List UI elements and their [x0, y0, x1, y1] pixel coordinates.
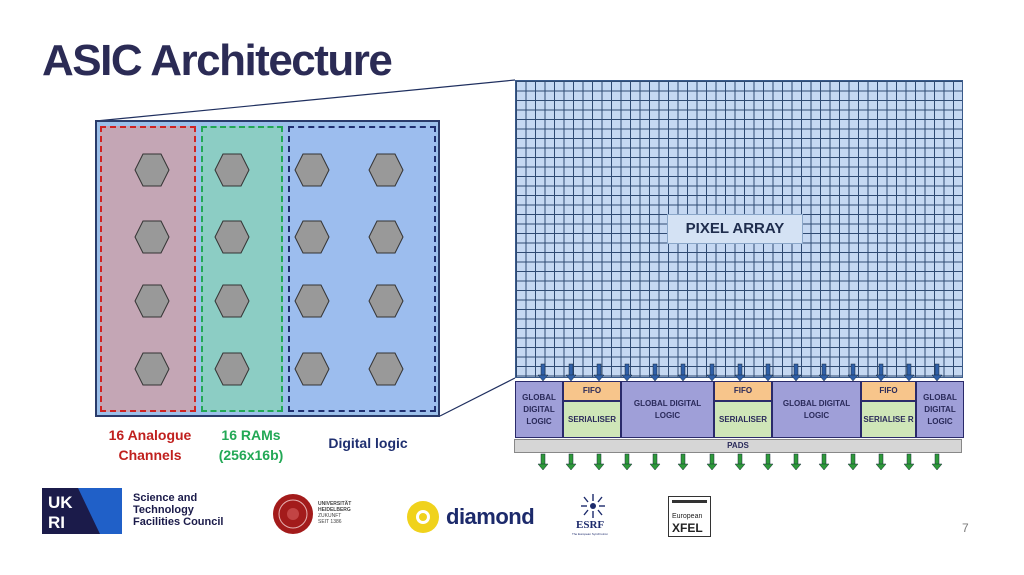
esrf-starburst-icon: [581, 494, 605, 518]
serialiser-block-1: SERIALISER: [563, 401, 621, 438]
fifo-block-3: FIFO: [861, 381, 916, 401]
ukri-text-line1: Science and: [133, 492, 198, 504]
digital-logic-label: Digital logic: [328, 435, 408, 451]
ram-label-line2: (256x16b): [218, 447, 284, 463]
down-arrow-icon: [762, 363, 774, 382]
down-arrow-icon: [847, 363, 859, 382]
output-arrow-icon: [931, 453, 943, 471]
down-arrow-icon: [649, 363, 661, 382]
hexagon-block-icon: [214, 220, 250, 254]
analogue-channels-label: 16 Analogue Channels: [100, 425, 200, 465]
hexagon-block-icon: [134, 284, 170, 318]
pixel-array-label: PIXEL ARRAY: [667, 214, 803, 244]
down-arrow-icon: [790, 363, 802, 382]
hexagon-block-icon: [214, 284, 250, 318]
hexagon-block-icon: [214, 153, 250, 187]
down-arrow-icon: [903, 363, 915, 382]
hexagon-block-icon: [134, 153, 170, 187]
hexagon-block-icon: [368, 352, 404, 386]
down-arrow-icon: [677, 363, 689, 382]
hexagon-block-icon: [294, 153, 330, 187]
heidelberg-text-line3: ZUKUNFT: [318, 513, 342, 519]
diamond-sunburst-icon: [407, 501, 439, 533]
output-arrow-icon: [593, 453, 605, 471]
heidelberg-logo: UNIVERSITÄT HEIDELBERG ZUKUNFT SEIT 1386: [272, 493, 351, 540]
output-arrow-icon: [847, 453, 859, 471]
output-arrow-icon: [649, 453, 661, 471]
analogue-label-line2: Channels: [118, 447, 182, 463]
global-digital-logic-block-2: GLOBAL DIGITAL LOGIC: [621, 381, 714, 438]
output-arrow-icon: [537, 453, 549, 471]
hexagon-block-icon: [134, 220, 170, 254]
hexagon-block-icon: [294, 352, 330, 386]
esrf-logo: ESRF The European Synchrotron: [572, 492, 614, 536]
zoom-line-bottom: [439, 377, 516, 417]
esrf-subtitle: The European Synchrotron: [572, 532, 609, 536]
output-arrow-icon: [734, 453, 746, 471]
diamond-logo: diamond: [406, 500, 535, 539]
asic-chip-diagram: [95, 120, 440, 417]
heidelberg-text-line1: UNIVERSITÄT: [318, 501, 352, 507]
down-arrow-icon: [593, 363, 605, 382]
esrf-wordmark: ESRF: [576, 519, 605, 531]
page-number: 7: [962, 521, 969, 535]
pads-strip: PADS: [514, 439, 962, 453]
hexagon-block-icon: [214, 352, 250, 386]
global-digital-logic-block-4: GLOBAL DIGITAL LOGIC: [916, 381, 964, 438]
serialiser-block-3: SERIALISE R: [861, 401, 916, 438]
down-arrow-icon: [818, 363, 830, 382]
down-arrow-icon: [706, 363, 718, 382]
hexagon-block-icon: [294, 284, 330, 318]
output-arrow-icon: [677, 453, 689, 471]
zoom-line-top: [95, 79, 516, 122]
output-arrow-icon: [790, 453, 802, 471]
ukri-text-line2: Technology: [133, 504, 194, 516]
output-arrow-icon: [706, 453, 718, 471]
global-digital-logic-block-3: GLOBAL DIGITAL LOGIC: [772, 381, 861, 438]
down-arrow-icon: [931, 363, 943, 382]
hexagon-block-icon: [368, 220, 404, 254]
fifo-block-2: FIFO: [714, 381, 772, 401]
hexagon-block-icon: [368, 153, 404, 187]
output-arrow-icon: [903, 453, 915, 471]
global-digital-logic-block-1: GLOBAL DIGITAL LOGIC: [515, 381, 563, 438]
ram-label: 16 RAMs (256x16b): [206, 425, 296, 465]
slide-title: ASIC Architecture: [42, 36, 393, 85]
fifo-block-1: FIFO: [563, 381, 621, 401]
hexagon-block-icon: [134, 352, 170, 386]
ukri-text-line3: Facilities Council: [133, 516, 224, 528]
heidelberg-text-line2: HEIDELBERG: [318, 507, 351, 513]
output-arrow-icon: [762, 453, 774, 471]
hexagon-block-icon: [294, 220, 330, 254]
european-xfel-logo: European XFEL: [668, 496, 711, 537]
down-arrow-icon: [565, 363, 577, 382]
down-arrow-icon: [875, 363, 887, 382]
analogue-label-line1: 16 Analogue: [108, 427, 192, 443]
heidelberg-seal-icon: [273, 494, 313, 534]
xfel-bar-icon: [672, 500, 707, 503]
output-arrow-icon: [875, 453, 887, 471]
output-arrow-icon: [818, 453, 830, 471]
output-arrow-icon: [565, 453, 577, 471]
down-arrow-icon: [537, 363, 549, 382]
svg-text:UK: UK: [48, 493, 73, 512]
ram-label-line1: 16 RAMs: [221, 427, 281, 443]
xfel-text-line1: European: [672, 513, 703, 520]
xfel-text-line2: XFEL: [672, 521, 703, 535]
ukri-mark-icon: UK RI: [42, 488, 122, 534]
ukri-stfc-logo: UK RI Science and Technology Facilities …: [42, 488, 223, 539]
output-arrow-icon: [621, 453, 633, 471]
heidelberg-text-line4: SEIT 1386: [318, 519, 342, 525]
down-arrow-icon: [621, 363, 633, 382]
hexagon-block-icon: [368, 284, 404, 318]
diamond-wordmark: diamond: [446, 504, 535, 529]
svg-text:RI: RI: [48, 513, 65, 532]
down-arrow-icon: [734, 363, 746, 382]
serialiser-block-2: SERIALISER: [714, 401, 772, 438]
